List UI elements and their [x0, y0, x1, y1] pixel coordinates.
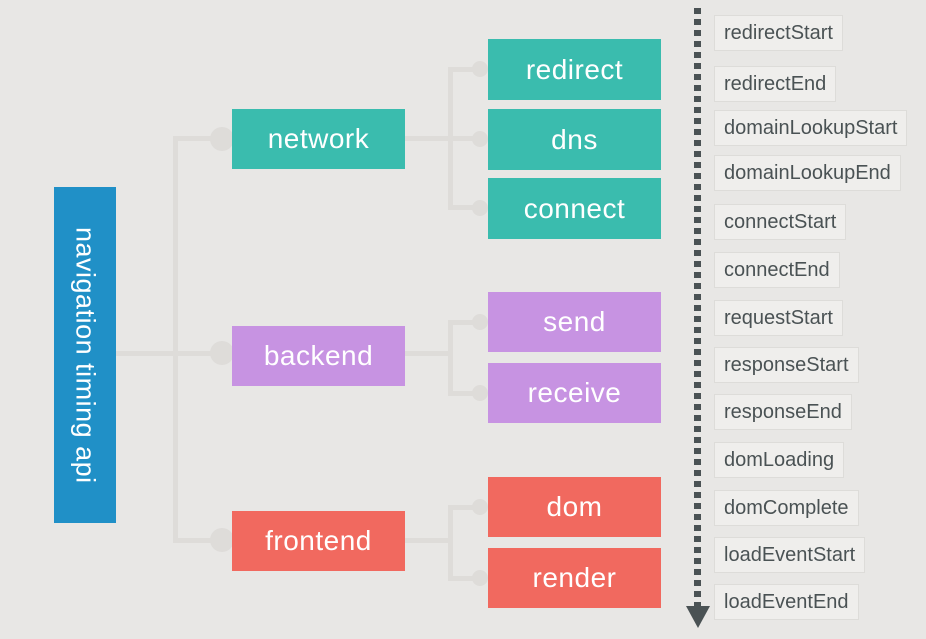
timeline-event-redirectEnd: redirectEnd: [714, 66, 837, 102]
leaf-node-connect: connect: [488, 178, 661, 239]
timeline-event-domainLookupEnd: domainLookupEnd: [714, 155, 901, 191]
branch-node-label: frontend: [265, 525, 372, 556]
leaf-node-label: send: [543, 306, 606, 337]
leaf-node-redirect: redirect: [488, 39, 661, 100]
connector-backend-horizontal: [405, 351, 453, 356]
leaf-node-label: receive: [527, 377, 622, 408]
root-node-label: navigation timing api: [70, 226, 101, 484]
connector-dot-backend: [210, 341, 234, 365]
timeline-event-loadEventEnd: loadEventEnd: [714, 584, 859, 620]
connector-backend-vertical: [448, 320, 453, 396]
timeline-event-domLoading: domLoading: [714, 442, 845, 478]
connector-dom-stub: [448, 505, 480, 510]
connector-network-horizontal: [405, 136, 480, 141]
connector-dot-redirect: [472, 61, 488, 77]
timeline-event-loadEventStart: loadEventStart: [714, 537, 866, 573]
leaf-node-label: dom: [546, 491, 603, 522]
connector-dot-dns: [472, 131, 488, 147]
connector-dot-dom: [472, 499, 488, 515]
timeline-dotted-line: [694, 8, 701, 608]
timeline-event-responseStart: responseStart: [714, 347, 859, 383]
connector-frontend-horizontal: [405, 538, 453, 543]
connector-send-stub: [448, 320, 480, 325]
branch-node-label: backend: [263, 340, 374, 371]
timeline-event-domComplete: domComplete: [714, 490, 859, 526]
root-node-navigation-timing-api: navigation timing api: [54, 187, 116, 523]
connector-frontend-stub: [173, 538, 232, 543]
timeline-event-domainLookupStart: domainLookupStart: [714, 110, 908, 146]
timeline-event-responseEnd: responseEnd: [714, 394, 852, 430]
connector-dot-receive: [472, 385, 488, 401]
branch-node-backend: backend: [232, 326, 405, 386]
connector-network-stub: [173, 136, 232, 141]
connector-dot-connect: [472, 200, 488, 216]
leaf-node-dom: dom: [488, 477, 661, 537]
leaf-node-label: dns: [551, 123, 598, 155]
connector-receive-stub: [448, 391, 480, 396]
connector-redirect-stub: [448, 67, 480, 72]
leaf-node-label: connect: [523, 192, 626, 224]
timeline-event-redirectStart: redirectStart: [714, 15, 843, 51]
connector-dot-network: [210, 127, 234, 151]
timeline-event-requestStart: requestStart: [714, 300, 843, 336]
connector-dot-frontend: [210, 528, 234, 552]
branch-node-frontend: frontend: [232, 511, 405, 571]
leaf-node-receive: receive: [488, 363, 661, 423]
leaf-node-label: render: [532, 562, 617, 593]
leaf-node-dns: dns: [488, 109, 661, 170]
timeline-event-connectStart: connectStart: [714, 204, 847, 240]
connector-connect-stub: [448, 205, 480, 210]
connector-dot-render: [472, 570, 488, 586]
branch-node-network: network: [232, 109, 405, 169]
connector-network-vertical: [448, 67, 453, 210]
connector-trunk-vertical: [173, 136, 178, 543]
timeline-event-connectEnd: connectEnd: [714, 252, 840, 288]
leaf-node-render: render: [488, 548, 661, 608]
leaf-node-label: redirect: [525, 53, 624, 85]
connector-dot-send: [472, 314, 488, 330]
branch-node-label: network: [267, 123, 370, 154]
connector-frontend-vertical: [448, 505, 453, 581]
timeline-arrowhead-icon: [686, 606, 710, 628]
connector-render-stub: [448, 576, 480, 581]
leaf-node-send: send: [488, 292, 661, 352]
